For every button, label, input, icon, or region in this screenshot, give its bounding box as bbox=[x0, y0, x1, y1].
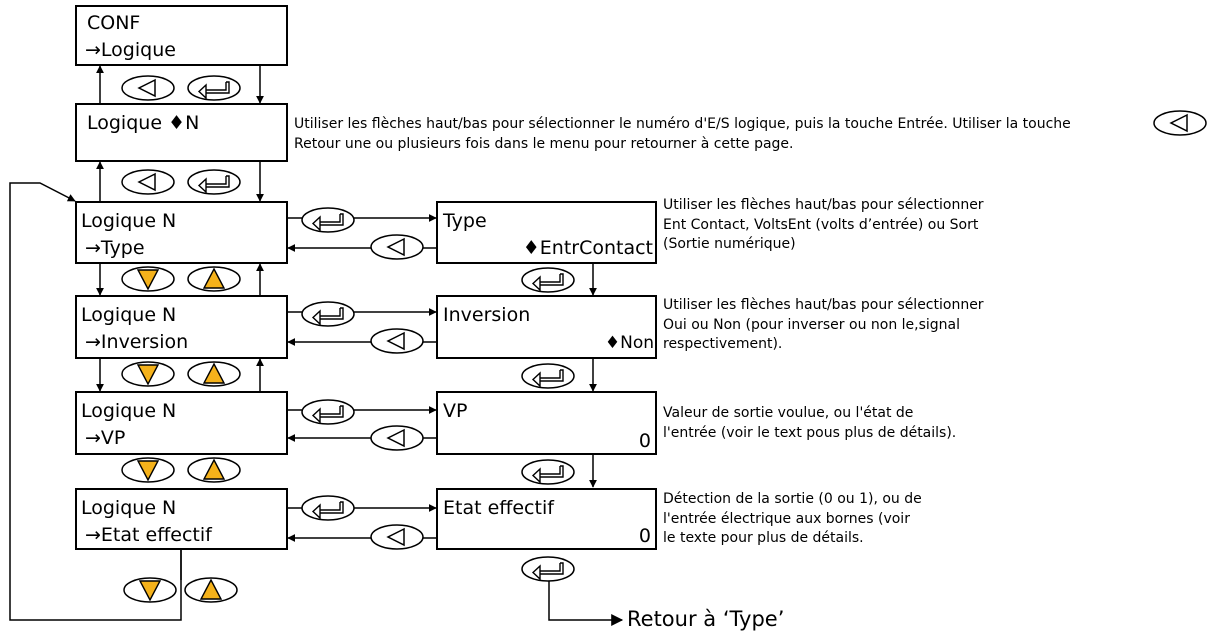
inversion-title: Inversion bbox=[443, 304, 531, 326]
enter-key-icon[interactable] bbox=[520, 362, 576, 390]
screen-logique-inversion: Logique N →Inversion bbox=[75, 295, 288, 359]
etat-title: Etat effectif bbox=[443, 497, 554, 519]
down-key-icon[interactable] bbox=[120, 456, 176, 484]
back-key-icon[interactable] bbox=[369, 327, 425, 355]
down-key-icon[interactable] bbox=[122, 576, 178, 604]
screen-type: Type ♦EntrContact bbox=[436, 201, 657, 264]
screen-conf: CONF →Logique bbox=[75, 5, 288, 66]
back-key-icon[interactable] bbox=[120, 168, 176, 196]
note-vp: Valeur de sortie voulue, ou l'état de l'… bbox=[663, 405, 957, 441]
arrow-return-to-type bbox=[548, 577, 624, 626]
note-type: Utiliser les flèches haut/bas pour sélec… bbox=[663, 197, 984, 252]
logique-inversion-line2: →Inversion bbox=[85, 331, 189, 353]
screen-logique-vp: Logique N →VP bbox=[75, 391, 288, 455]
up-key-icon[interactable] bbox=[183, 576, 239, 604]
logique-type-line1: Logique N bbox=[81, 210, 177, 232]
return-to-type-label: Retour à ‘Type’ bbox=[627, 607, 785, 631]
type-title: Type bbox=[443, 210, 487, 232]
enter-key-icon[interactable] bbox=[520, 458, 576, 486]
etat-value: 0 bbox=[638, 525, 651, 547]
vp-value: 0 bbox=[638, 430, 651, 452]
screen-logique-etat: Logique N →Etat effectif bbox=[75, 488, 288, 550]
back-key-icon[interactable] bbox=[120, 74, 176, 102]
conf-line1: CONF bbox=[87, 12, 141, 34]
back-key-icon[interactable] bbox=[369, 523, 425, 551]
logique-vp-line2: →VP bbox=[85, 427, 126, 449]
up-key-icon[interactable] bbox=[186, 360, 242, 388]
note-inversion: Utiliser les flèches haut/bas pour sélec… bbox=[663, 297, 984, 352]
screen-logique-select: Logique ♦N bbox=[75, 103, 288, 162]
logique-inversion-line1: Logique N bbox=[81, 304, 177, 326]
note-etat: Détection de la sortie (0 ou 1), ou de l… bbox=[663, 491, 922, 546]
back-key-icon[interactable] bbox=[1152, 109, 1208, 137]
enter-key-icon[interactable] bbox=[300, 494, 356, 522]
enter-key-icon[interactable] bbox=[186, 168, 242, 196]
enter-key-icon[interactable] bbox=[300, 300, 356, 328]
screen-inversion: Inversion ♦Non bbox=[436, 295, 657, 359]
up-key-icon[interactable] bbox=[186, 456, 242, 484]
type-value: ♦EntrContact bbox=[522, 237, 653, 259]
enter-key-icon[interactable] bbox=[300, 206, 356, 234]
enter-key-icon[interactable] bbox=[520, 555, 576, 583]
enter-key-icon[interactable] bbox=[300, 398, 356, 426]
enter-key-icon[interactable] bbox=[186, 74, 242, 102]
note-select: Utiliser les flèches haut/bas pour sélec… bbox=[294, 116, 1071, 152]
inversion-value: ♦Non bbox=[604, 333, 654, 353]
logique-etat-line2: →Etat effectif bbox=[85, 524, 212, 546]
conf-line2: →Logique bbox=[85, 39, 176, 61]
down-key-icon[interactable] bbox=[120, 360, 176, 388]
screen-vp: VP 0 bbox=[436, 391, 657, 455]
enter-key-icon[interactable] bbox=[520, 266, 576, 294]
screen-logique-type: Logique N →Type bbox=[75, 201, 288, 264]
logique-etat-line1: Logique N bbox=[81, 497, 177, 519]
logique-type-line2: →Type bbox=[85, 237, 145, 259]
logique-vp-line1: Logique N bbox=[81, 400, 177, 422]
back-key-icon[interactable] bbox=[369, 424, 425, 452]
vp-title: VP bbox=[443, 400, 468, 422]
logique-select-line1: Logique ♦N bbox=[87, 112, 200, 134]
up-key-icon[interactable] bbox=[186, 265, 242, 293]
loop-back-to-type bbox=[9, 182, 182, 621]
down-key-icon[interactable] bbox=[120, 265, 176, 293]
back-key-icon[interactable] bbox=[369, 233, 425, 261]
screen-etat: Etat effectif 0 bbox=[436, 488, 657, 550]
